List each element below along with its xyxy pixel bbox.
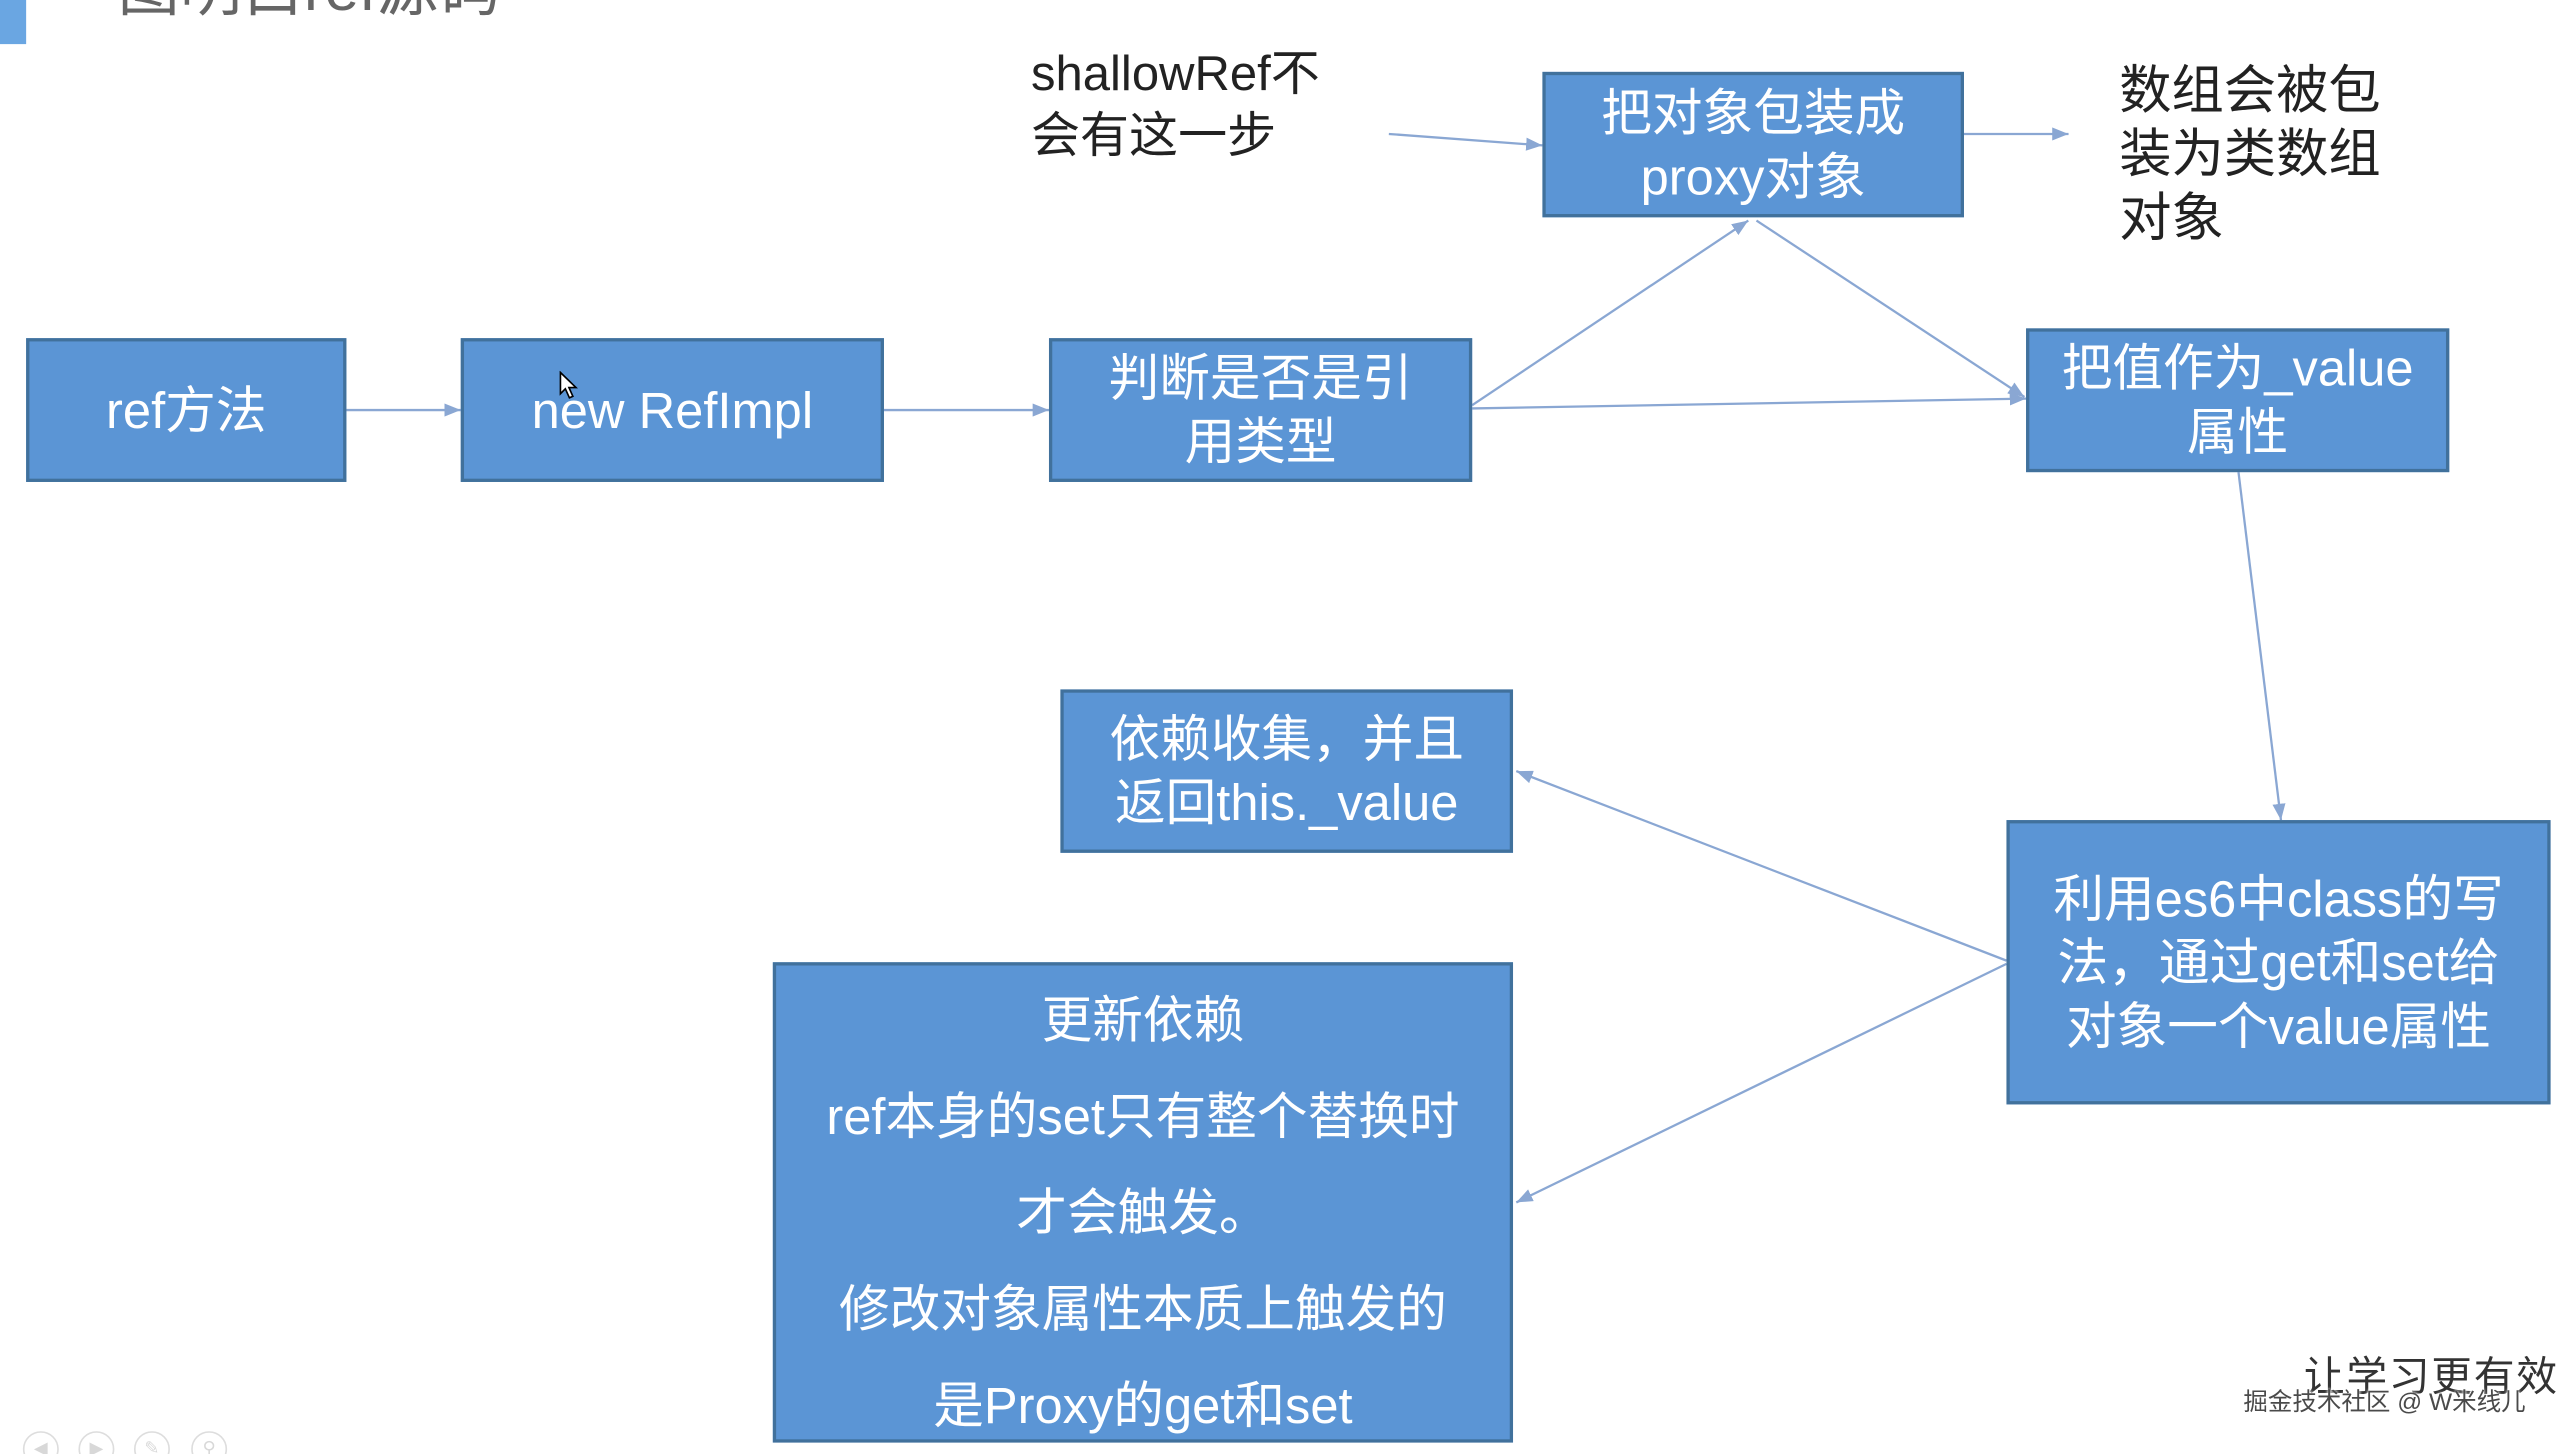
node-update-deps-line-1: 更新依赖	[1041, 991, 1245, 1049]
node-wrap-proxy-line-1: 把对象包装成	[1601, 84, 1906, 142]
arrow-shallowref-note-to-proxy	[1388, 132, 1543, 151]
note-array-wrap-line-3: 对象	[2119, 187, 2224, 247]
node-set-value-line-2: 属性	[2187, 403, 2289, 461]
next-slide-icon[interactable]: ▶	[78, 1431, 115, 1454]
note-shallowref: shallowRef不 会有这一步	[1031, 44, 1320, 168]
node-check-ref-type: 判断是否是引 用类型	[1048, 338, 1473, 482]
node-ref-method-label: ref方法	[106, 381, 267, 439]
node-es6-class: 利用es6中class的写 法，通过get和set给 对象一个value属性	[2006, 820, 2551, 1105]
slogan-text: 让学习更有效	[2303, 1354, 2559, 1401]
node-es6-class-line-3: 对象一个value属性	[2066, 997, 2492, 1055]
note-array-wrap-line-1: 数组会被包	[2119, 60, 2381, 120]
node-check-ref-type-line-2: 用类型	[1184, 413, 1337, 471]
node-update-deps-line-3: 才会触发。	[1016, 1184, 1270, 1242]
node-update-deps-line-4: 修改对象属性本质上触发的	[839, 1280, 1447, 1339]
node-update-deps-line-5: 是Proxy的get和set	[933, 1377, 1353, 1435]
node-set-value-line-1: 把值作为_value	[2061, 339, 2414, 397]
previous-slide-icon[interactable]: ◀	[22, 1431, 59, 1454]
note-shallowref-line-2: 会有这一步	[1031, 109, 1277, 164]
arrow-set-value-to-es6-class	[2237, 472, 2286, 821]
node-update-deps: 更新依赖 ref本身的set只有整个替换时 才会触发。 修改对象属性本质上触发的…	[772, 962, 1514, 1443]
arrow-es6-class-to-collect-deps	[1515, 770, 2007, 962]
node-wrap-proxy: 把对象包装成 proxy对象	[1542, 71, 1964, 218]
node-new-refimpl-label: new RefImpl	[531, 381, 814, 439]
arrow-check-type-to-set-value	[1472, 392, 2027, 410]
node-collect-deps-line-2: 返回this._value	[1114, 774, 1459, 832]
watermark-text: 掘金技术社区 @ W米线儿	[2243, 1388, 2526, 1417]
arrow-es6-class-to-update-deps	[1515, 962, 2007, 1204]
node-collect-deps-line-1: 依赖收集，并且	[1109, 710, 1465, 768]
node-wrap-proxy-line-2: proxy对象	[1640, 147, 1866, 206]
title-accent-bar	[0, 0, 27, 45]
mouse-cursor-icon	[559, 370, 578, 399]
node-update-deps-line-2: ref本身的set只有整个替换时	[826, 1088, 1460, 1146]
slideshow-controls: ◀ ▶ ✎ ⚲	[20, 1431, 241, 1454]
zoom-icon[interactable]: ⚲	[191, 1431, 228, 1454]
node-collect-deps: 依赖收集，并且 返回this._value	[1060, 689, 1514, 853]
note-array-wrap: 数组会被包 装为类数组 对象	[2119, 59, 2380, 250]
note-array-wrap-line-2: 装为类数组	[2119, 124, 2381, 183]
node-es6-class-line-2: 法，通过get和set给	[2057, 933, 2500, 991]
node-set-value: 把值作为_value 属性	[2026, 328, 2450, 473]
node-new-refimpl: new RefImpl	[460, 338, 884, 482]
arrow-proxy-to-set-value	[1755, 219, 2026, 398]
slide-title: 图明白ref源码	[118, 0, 501, 25]
pen-icon[interactable]: ✎	[133, 1431, 170, 1454]
node-es6-class-line-1: 利用es6中class的写	[2053, 869, 2504, 928]
slide-title-container: 图明白ref源码	[118, 0, 543, 29]
node-check-ref-type-line-1: 判断是否是引	[1108, 349, 1413, 407]
arrow-check-type-to-proxy	[1471, 219, 1749, 407]
note-shallowref-line-1: shallowRef不	[1031, 47, 1320, 102]
node-ref-method: ref方法	[26, 338, 347, 482]
